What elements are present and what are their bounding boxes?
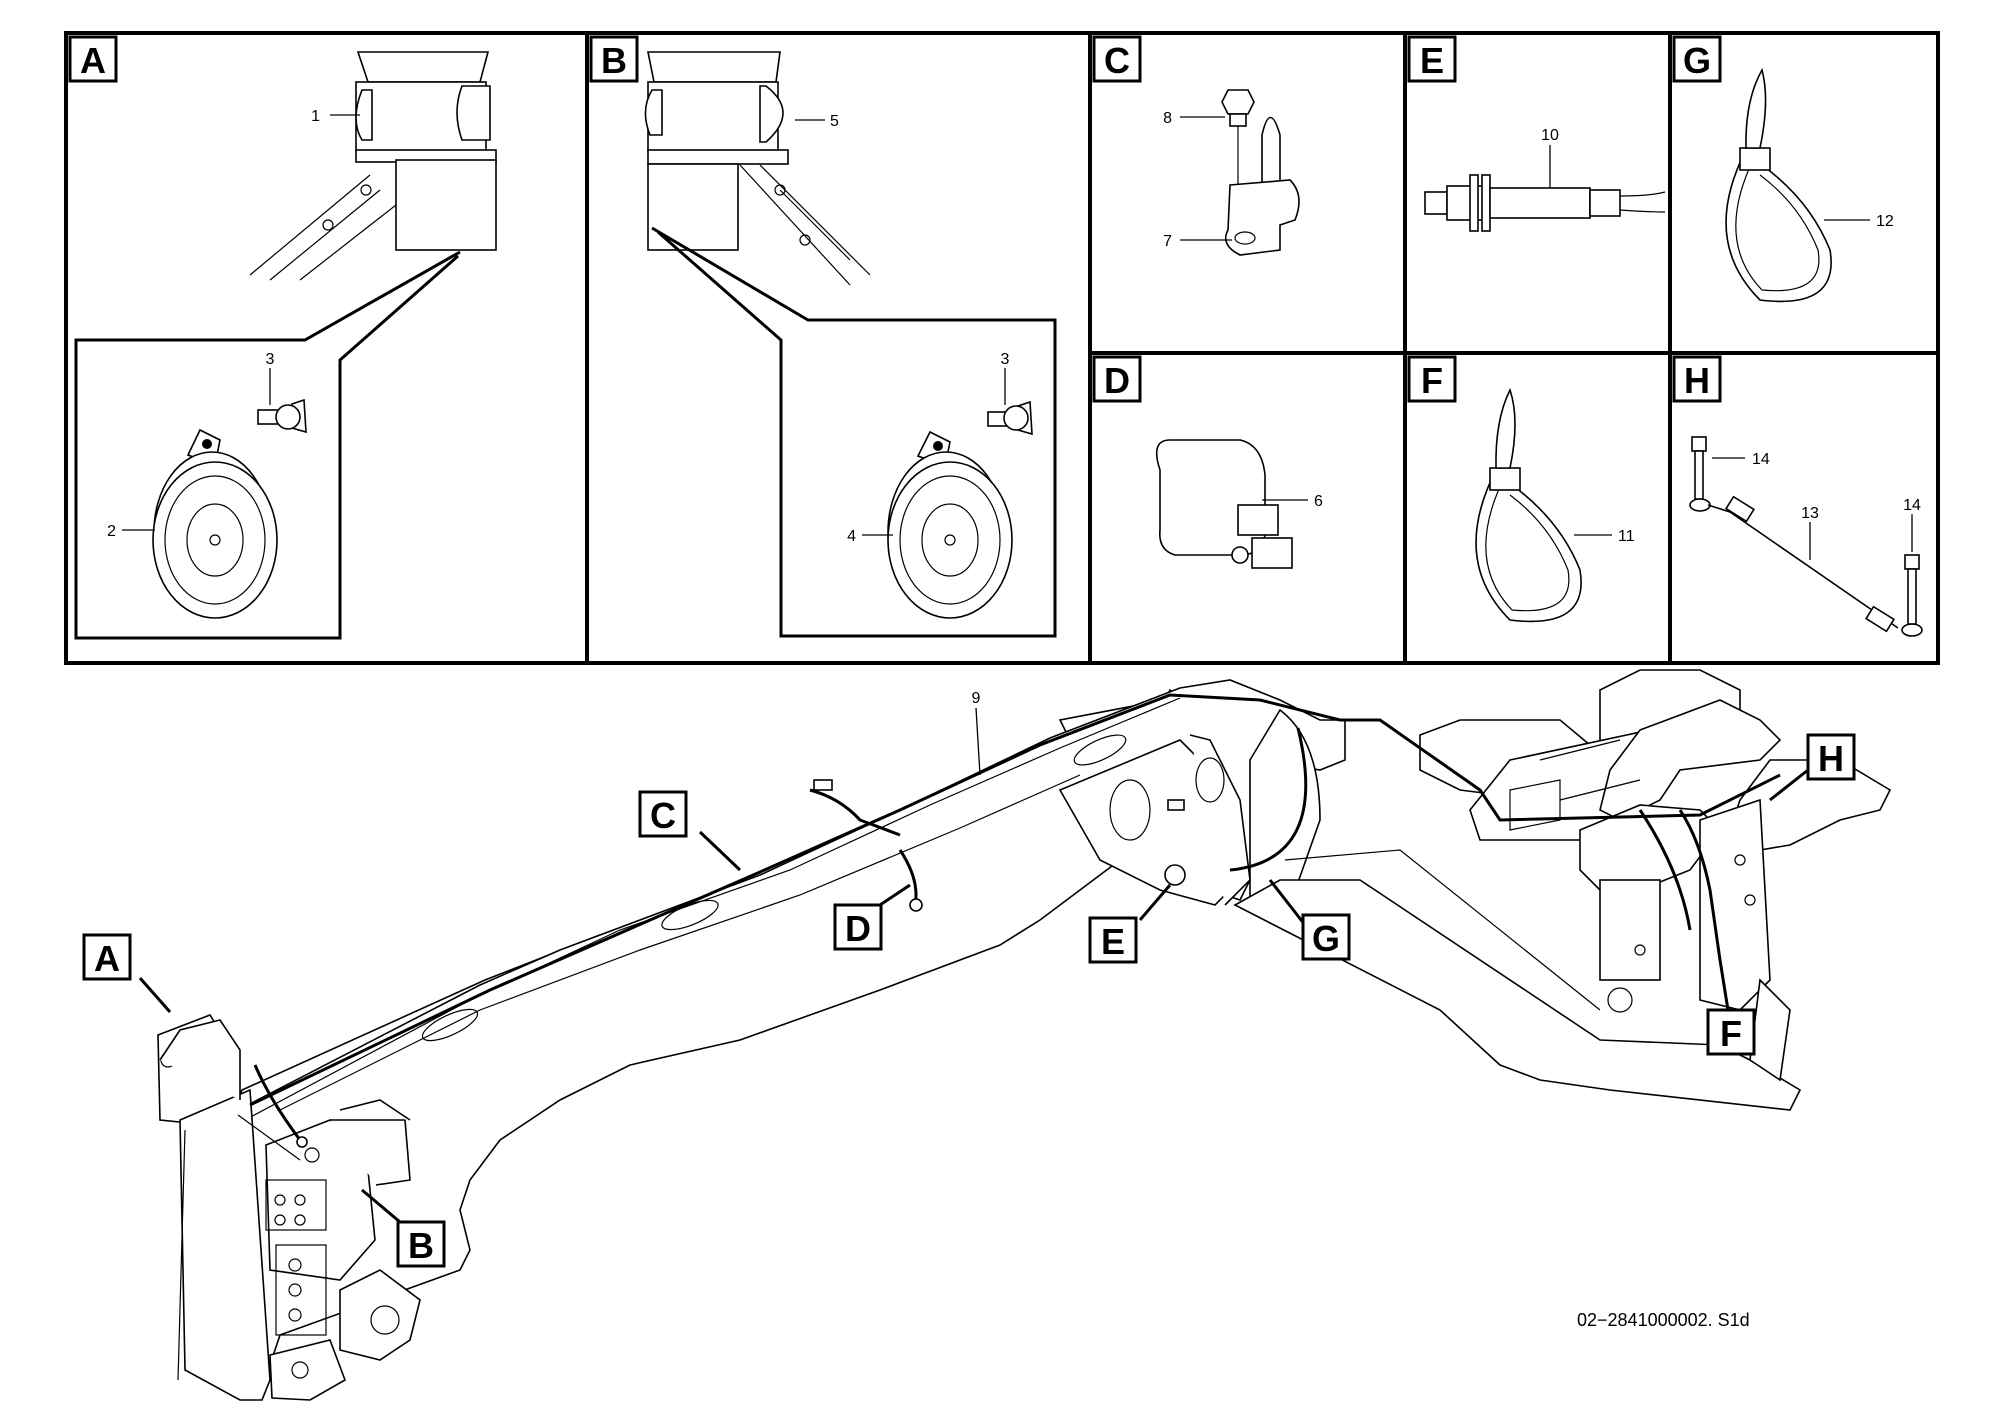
callout-g: G <box>1268 879 1351 961</box>
callout-a: A <box>82 933 172 1013</box>
svg-text:F: F <box>1421 360 1443 401</box>
svg-text:2: 2 <box>107 523 116 540</box>
svg-text:10: 10 <box>1541 127 1559 144</box>
panel-grid <box>64 31 1940 665</box>
main-assembly <box>157 669 1892 1401</box>
svg-text:H: H <box>1818 738 1844 779</box>
callout-e: E <box>1088 884 1172 964</box>
svg-text:12: 12 <box>1876 213 1894 230</box>
part-9-label: 9 <box>972 690 981 776</box>
svg-text:14: 14 <box>1752 451 1770 468</box>
drawing-code: 02−2841000002. S1d <box>1577 1310 1750 1330</box>
panel-label-d: D <box>1092 355 1142 403</box>
panel-a-drawing: 1 3 2 <box>74 51 497 640</box>
svg-text:5: 5 <box>830 113 839 130</box>
svg-text:E: E <box>1420 40 1444 81</box>
svg-text:9: 9 <box>972 690 981 707</box>
svg-text:B: B <box>408 1225 434 1266</box>
callout-h: H <box>1769 733 1856 802</box>
svg-text:C: C <box>1104 40 1130 81</box>
svg-text:8: 8 <box>1163 110 1172 127</box>
panel-label-c: C <box>1092 35 1142 83</box>
panel-b-drawing: 5 3 4 <box>644 51 1057 638</box>
panel-label-b: B <box>589 35 639 83</box>
svg-text:A: A <box>94 938 120 979</box>
svg-text:7: 7 <box>1163 233 1172 250</box>
panel-label-f: F <box>1407 355 1457 403</box>
svg-text:D: D <box>1104 360 1130 401</box>
svg-text:C: C <box>650 795 676 836</box>
panel-label-a: A <box>68 35 118 83</box>
svg-text:H: H <box>1684 360 1710 401</box>
svg-text:14: 14 <box>1903 497 1921 514</box>
panel-e-drawing: 10 <box>1424 127 1666 232</box>
svg-text:1: 1 <box>311 108 320 125</box>
svg-text:6: 6 <box>1314 493 1323 510</box>
svg-text:4: 4 <box>847 528 856 545</box>
panel-h-drawing: 14 13 14 <box>1689 436 1923 637</box>
svg-text:D: D <box>845 908 871 949</box>
callout-f: F <box>1706 1008 1756 1056</box>
panel-label-h: H <box>1672 355 1722 403</box>
svg-text:13: 13 <box>1801 505 1819 522</box>
panel-f-drawing: 11 <box>1475 387 1635 623</box>
svg-text:11: 11 <box>1618 528 1635 545</box>
panel-c-drawing: 8 7 <box>1163 89 1300 256</box>
panel-label-g: G <box>1672 35 1722 83</box>
svg-text:3: 3 <box>266 351 275 368</box>
panel-g-drawing: 12 <box>1725 67 1894 303</box>
callout-d: D <box>833 883 911 951</box>
svg-text:3: 3 <box>1001 351 1010 368</box>
svg-text:F: F <box>1720 1013 1742 1054</box>
svg-text:B: B <box>601 40 627 81</box>
svg-text:G: G <box>1312 918 1340 959</box>
callout-b: B <box>361 1188 446 1268</box>
svg-text:E: E <box>1101 921 1125 962</box>
panel-d-drawing: 6 <box>1155 439 1323 569</box>
svg-text:A: A <box>80 40 106 81</box>
panel-label-e: E <box>1407 35 1457 83</box>
callout-c: C <box>638 790 742 872</box>
svg-text:G: G <box>1683 40 1711 81</box>
